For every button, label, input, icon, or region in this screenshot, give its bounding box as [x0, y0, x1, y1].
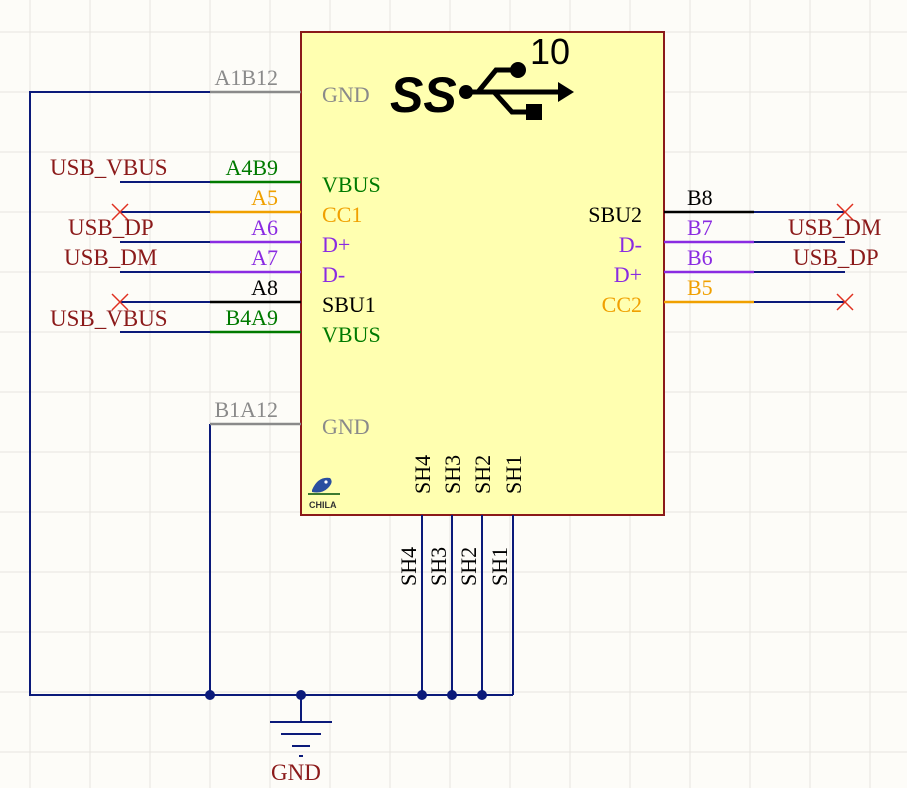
net-labels: USB_VBUS USB_DP USB_DM USB_VBUS USB_DM U… [50, 155, 881, 331]
net-label-usb-vbus[interactable]: USB_VBUS [50, 155, 168, 180]
pin-name-a4b9: VBUS [322, 172, 381, 197]
junction-dot [296, 690, 306, 700]
pin-name-a7: D- [322, 262, 345, 287]
usb-trident-icon [459, 62, 574, 120]
no-connect-markers [111, 203, 854, 311]
pins: A1B12GNDA4B9VBUSA5CC1A6D+A7D-A8SBU1B4A9V… [210, 65, 754, 494]
net-label-usb-dp[interactable]: USB_DP [793, 245, 879, 270]
pin-number-a8: A8 [251, 275, 278, 300]
pin-name-a5: CC1 [322, 202, 362, 227]
pin-name-a6: D+ [322, 232, 350, 257]
pin-number-b4a9: B4A9 [225, 305, 278, 330]
bird-icon [308, 477, 340, 495]
pin-name-b5: CC2 [602, 292, 642, 317]
no-connect-cc2 [836, 293, 854, 311]
superspeed-usb-logo: SS 10 [390, 31, 574, 123]
pin-number-b7: B7 [687, 215, 713, 240]
junctions [205, 690, 487, 700]
gnd-power-symbol[interactable]: GND [270, 721, 332, 785]
no-connect-sbu2 [836, 203, 854, 221]
net-label-sh4[interactable]: SH4 [396, 547, 421, 586]
pin-number-a4b9: A4B9 [225, 155, 278, 180]
junction-dot [417, 690, 427, 700]
pin-number-b5: B5 [687, 275, 713, 300]
pin-number-b1a12: B1A12 [214, 397, 278, 422]
pin-name-sh4: SH4 [410, 455, 435, 494]
net-label-usb-dp[interactable]: USB_DP [68, 215, 154, 240]
pin-number-b8: B8 [687, 185, 713, 210]
chila-brand: CHILA [308, 477, 340, 510]
pin-name-sh2: SH2 [470, 455, 495, 494]
junction-dot [447, 690, 457, 700]
pin-name-sh3: SH3 [440, 455, 465, 494]
logo-ss-text: SS [390, 67, 457, 123]
gnd-symbol-label: GND [271, 760, 321, 785]
pin-number-a1b12: A1B12 [214, 65, 278, 90]
net-label-usb-dm[interactable]: USB_DM [788, 215, 881, 240]
junction-dot [205, 690, 215, 700]
brand-text: CHILA [309, 500, 337, 510]
pin-name-b7: D- [619, 232, 642, 257]
no-connect-sbu1 [111, 293, 129, 311]
net-label-sh3[interactable]: SH3 [426, 547, 451, 586]
logo-superscript: 10 [530, 31, 570, 72]
shield-net-labels: SH4 SH3 SH2 SH1 [396, 547, 512, 586]
pin-name-b6: D+ [614, 262, 642, 287]
connector-body[interactable] [300, 31, 665, 516]
junction-dot [477, 690, 487, 700]
wires [29, 91, 845, 722]
pin-name-b8: SBU2 [588, 202, 642, 227]
pin-name-a8: SBU1 [322, 292, 376, 317]
gnd-wire-top [29, 91, 513, 696]
pin-name-sh1: SH1 [501, 455, 526, 494]
net-label-usb-vbus[interactable]: USB_VBUS [50, 306, 168, 331]
net-label-sh1[interactable]: SH1 [487, 547, 512, 586]
pin-number-a6: A6 [251, 215, 278, 240]
pin-name-a1b12: GND [322, 82, 370, 107]
pin-number-b6: B6 [687, 245, 713, 270]
pin-name-b4a9: VBUS [322, 322, 381, 347]
pin-number-a5: A5 [251, 185, 278, 210]
net-label-usb-dm[interactable]: USB_DM [64, 245, 157, 270]
net-label-sh2[interactable]: SH2 [456, 547, 481, 586]
no-connect-cc1 [111, 203, 129, 221]
pin-number-a7: A7 [251, 245, 278, 270]
pin-name-b1a12: GND [322, 414, 370, 439]
